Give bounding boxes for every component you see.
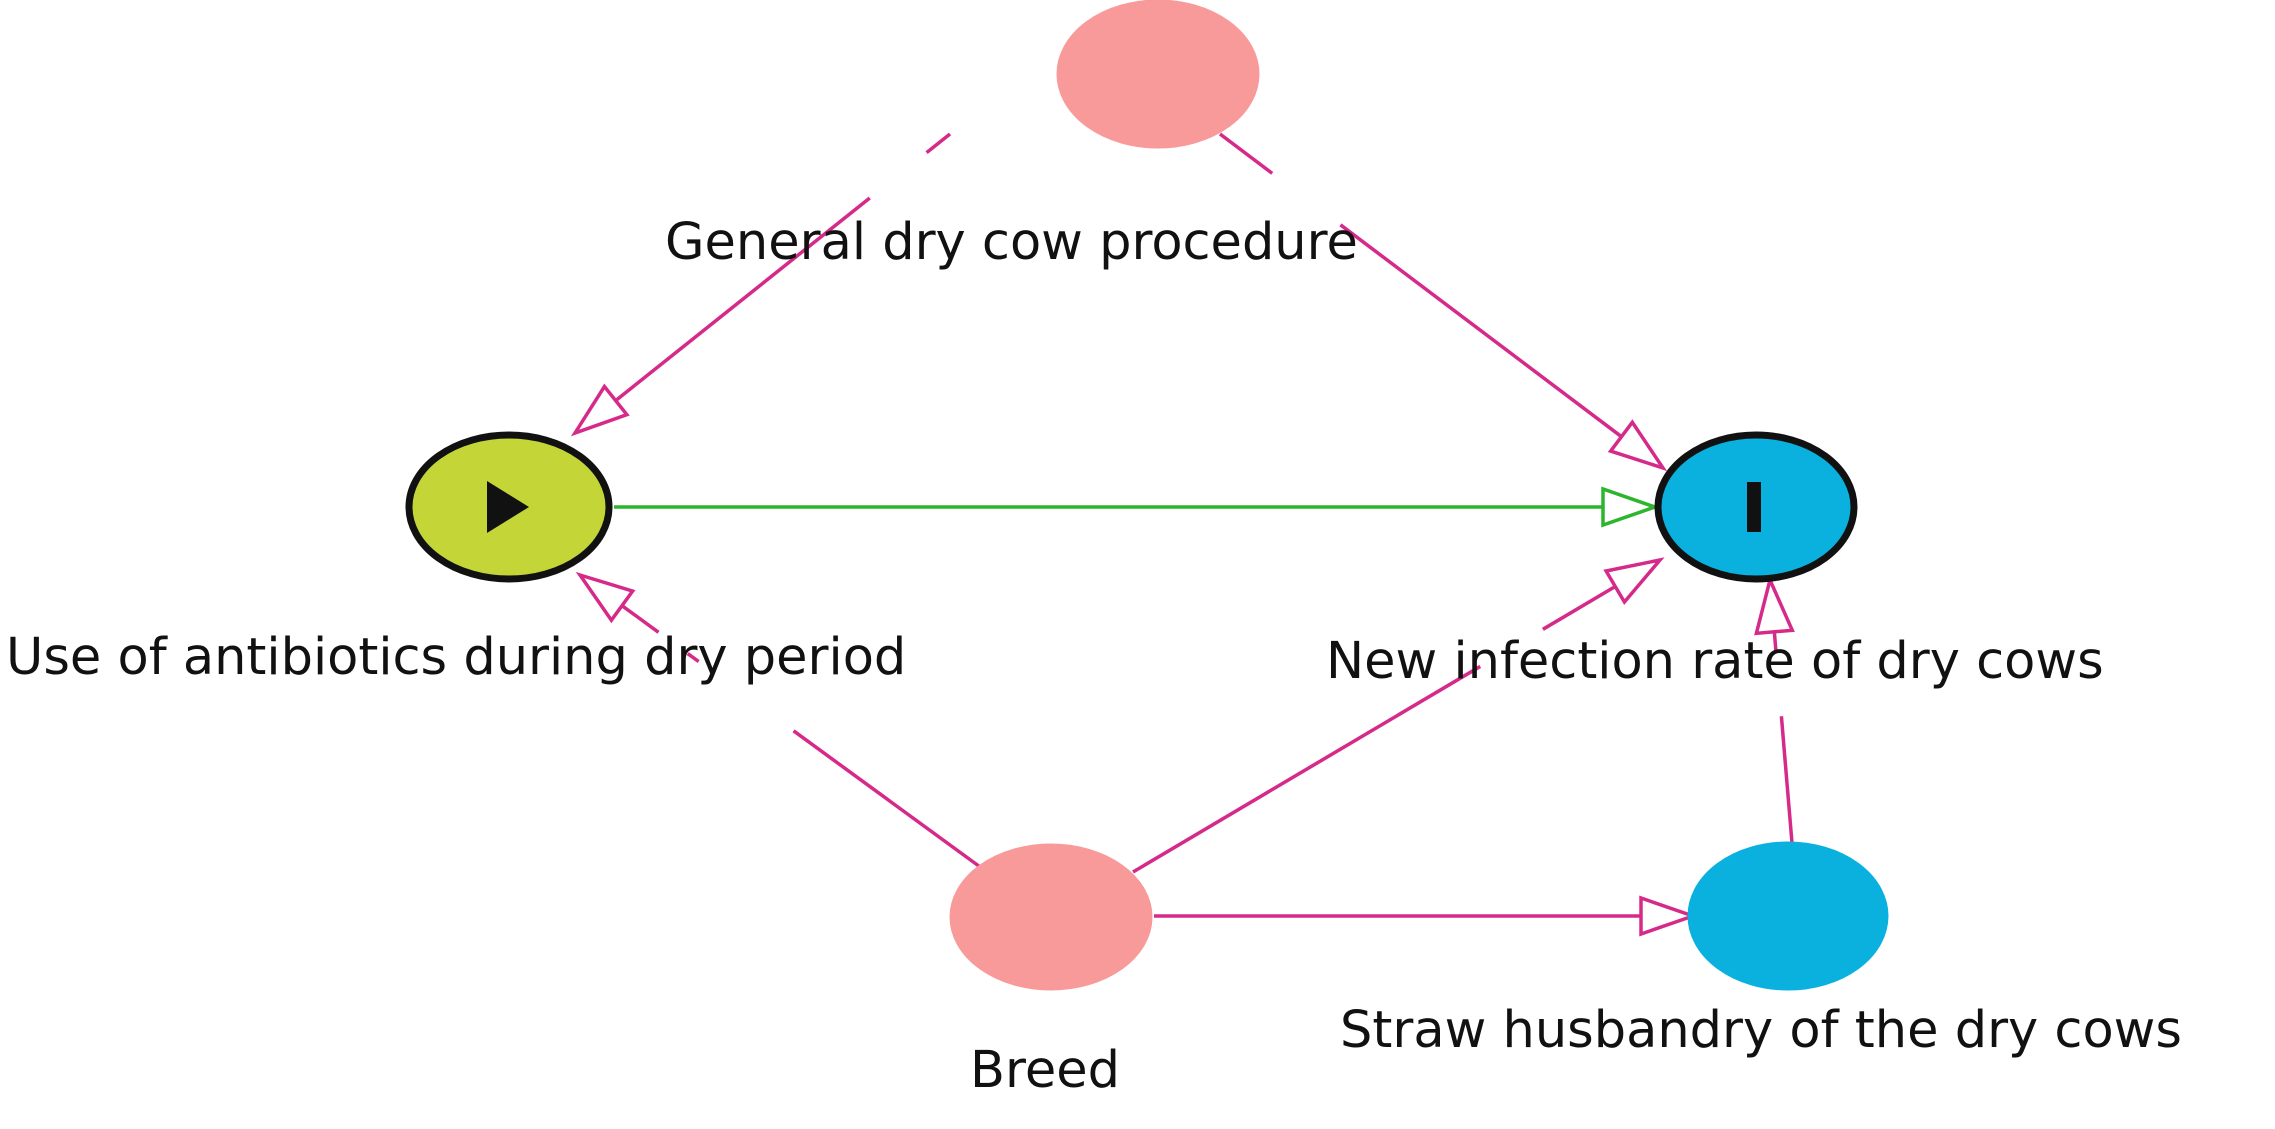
edge-general-infection-segment	[1339, 223, 1623, 439]
edge-breed-antibiotics-arrowhead	[575, 571, 636, 624]
edge-breed-antibiotics-segment	[792, 729, 989, 874]
edge-breed-infection-arrowhead	[1603, 557, 1665, 605]
edge-breed-infection-segment	[1132, 664, 1482, 874]
edges-layer	[570, 132, 1795, 937]
label-use-of-antibiotics: Use of antibiotics during dry period	[6, 628, 907, 687]
edge-straw-infection-arrowhead	[1754, 574, 1795, 636]
edge-breed-antibiotics-segment	[620, 604, 660, 634]
edge-general-antibiotics-arrowhead	[570, 383, 630, 437]
edge-breed-straw-arrowhead	[1639, 895, 1699, 937]
node-general-dry-cow-procedure[interactable]	[1056, 0, 1260, 149]
node-straw-husbandry[interactable]	[1687, 841, 1889, 991]
edge-breed-antibiotics-segment	[686, 652, 700, 663]
edge-general-infection-segment	[1218, 132, 1274, 175]
edge-general-antibiotics-segment	[925, 132, 952, 155]
edge-general-infection-arrowhead	[1607, 419, 1668, 472]
label-straw-husbandry: Straw husbandry of the dry cows	[1340, 1001, 2182, 1060]
edge-antibiotics-infection-arrowhead	[1601, 486, 1661, 528]
edge-straw-infection-segment	[1772, 631, 1778, 654]
node-breed[interactable]	[949, 843, 1153, 991]
label-breed: Breed	[970, 1041, 1120, 1100]
label-new-infection-rate: New infection rate of dry cows	[1326, 632, 2104, 691]
label-general-dry-cow-procedure: General dry cow procedure	[665, 213, 1358, 272]
edge-general-antibiotics-segment	[614, 196, 871, 402]
edge-breed-infection-segment	[1542, 584, 1617, 631]
bar-icon	[1747, 482, 1761, 532]
nodes-layer	[405, 0, 1889, 991]
play-icon	[487, 481, 529, 533]
edge-straw-infection-segment	[1779, 716, 1794, 844]
